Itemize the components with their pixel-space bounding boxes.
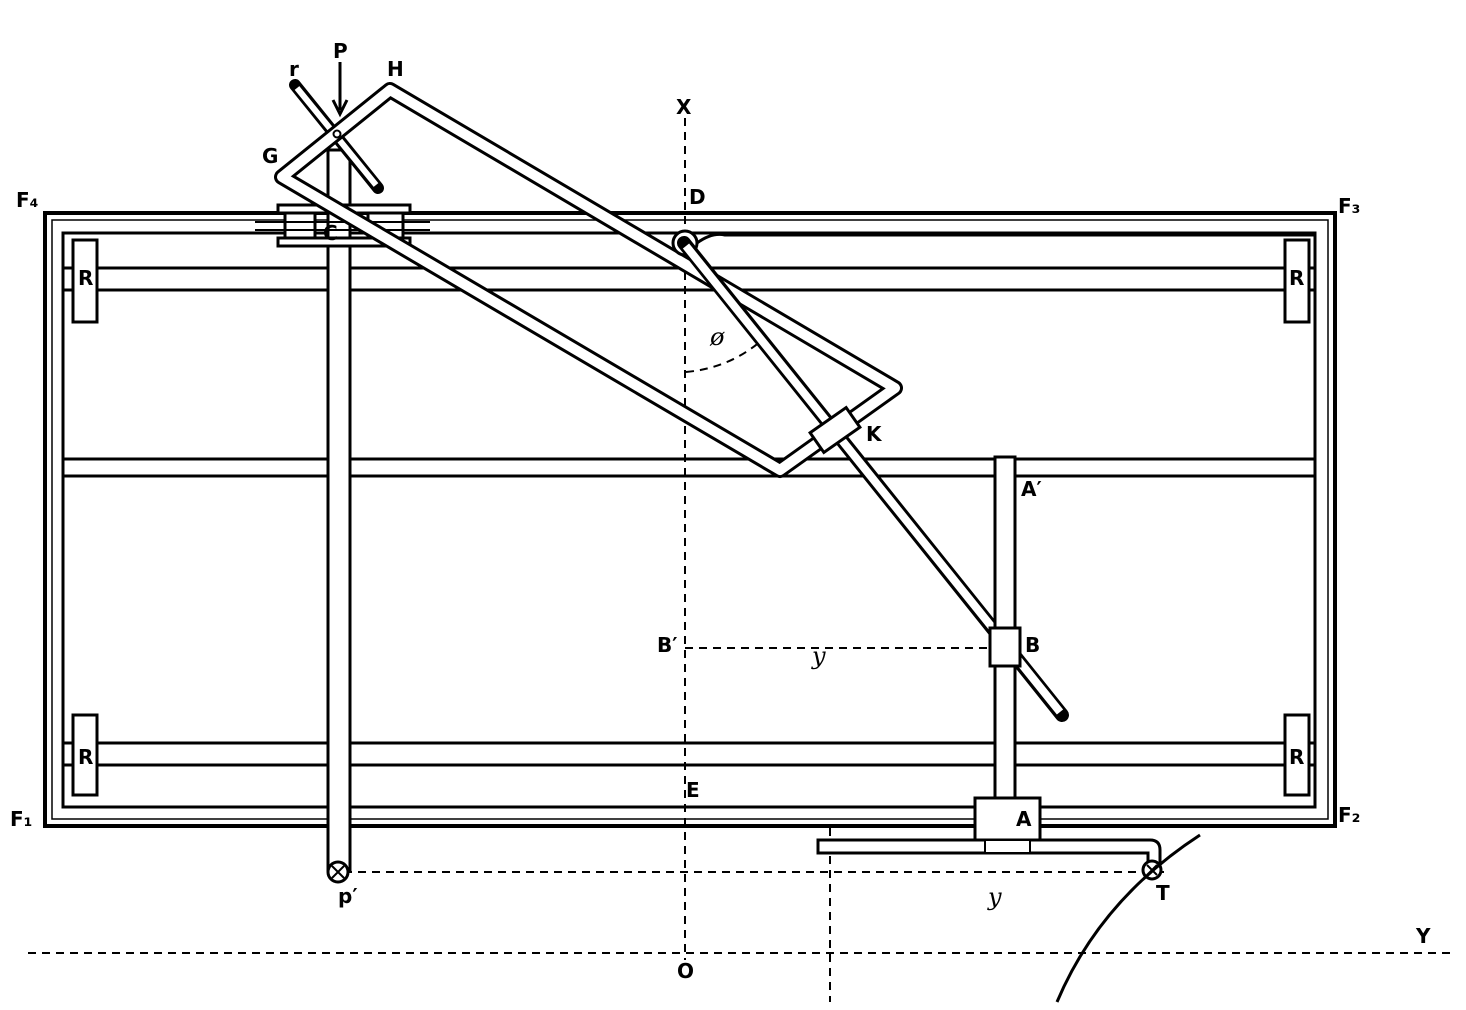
middle-rail (63, 457, 1315, 478)
roller-top-right: R (1283, 238, 1311, 324)
label-p: P (333, 39, 348, 63)
label-k: K (866, 422, 883, 446)
vertical-carriage-bar (326, 148, 352, 884)
roller-top-left: R (71, 238, 99, 324)
slider-k (808, 405, 862, 455)
label-x: X (676, 95, 692, 119)
rotating-frame-ghk (274, 82, 903, 478)
label-y-upper: y (811, 642, 826, 670)
label-f1: F₁ (10, 807, 32, 831)
label-e: E (686, 778, 700, 802)
label-h: H (387, 57, 404, 81)
label-f3: F₃ (1338, 194, 1360, 218)
label-r: r (289, 57, 299, 81)
label-a-prime: A′ (1021, 477, 1042, 501)
label-phi: ø (709, 323, 725, 351)
label-b-prime: B′ (657, 633, 678, 657)
roller-bottom-right: R (1283, 713, 1311, 797)
label-a: A (1016, 807, 1032, 831)
label-p-prime: p′ (338, 884, 358, 908)
traced-curve (1055, 833, 1201, 1003)
vertical-bar-aa (988, 455, 1022, 834)
outer-frame (43, 211, 1337, 828)
label-y-axis: Y (1415, 924, 1431, 948)
tracer-arm (816, 796, 1163, 881)
svg-text:R: R (78, 745, 93, 769)
label-o: O (677, 959, 694, 983)
label-t: T (1156, 881, 1170, 905)
svg-text:C: C (323, 221, 338, 245)
force-arrow-p (331, 62, 349, 118)
label-b: B (1025, 633, 1040, 657)
bottom-rail (63, 741, 1315, 767)
label-d: D (689, 185, 706, 209)
roller-bottom-left: R (71, 713, 99, 797)
pivot-d (671, 229, 1315, 257)
label-g: G (262, 144, 278, 168)
svg-text:R: R (78, 266, 93, 290)
label-f4: F₄ (16, 188, 38, 212)
label-y-lower: y (987, 883, 1002, 911)
angle-arc (685, 339, 763, 373)
label-f2: F₂ (1338, 803, 1360, 827)
svg-text:R: R (1289, 266, 1304, 290)
svg-text:R: R (1289, 745, 1304, 769)
